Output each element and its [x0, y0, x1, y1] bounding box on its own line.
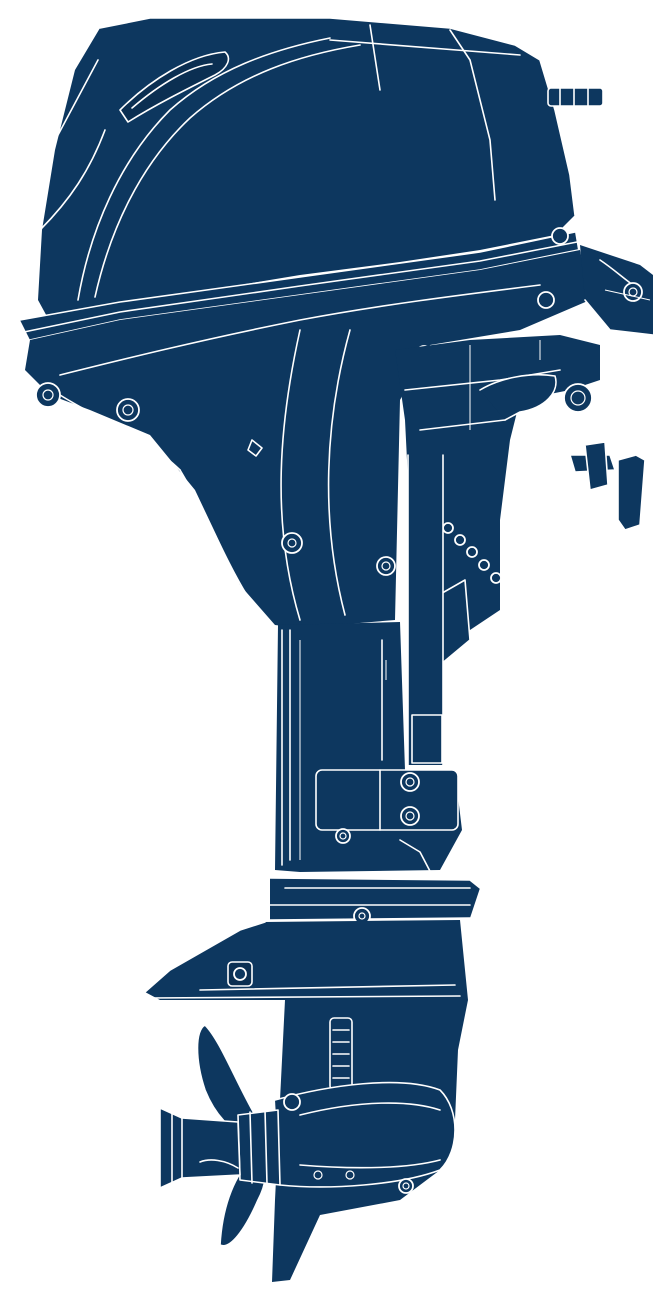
transom-bracket	[395, 335, 646, 766]
lower-pan	[25, 227, 590, 628]
propeller	[159, 1024, 281, 1247]
gearcase	[144, 920, 468, 1282]
engine-cowling	[19, 17, 604, 341]
driveshaft-housing	[275, 622, 462, 876]
detail-lines	[299, 289, 651, 860]
anti-cavitation-plate	[269, 877, 481, 935]
tiller-handle	[580, 245, 653, 336]
